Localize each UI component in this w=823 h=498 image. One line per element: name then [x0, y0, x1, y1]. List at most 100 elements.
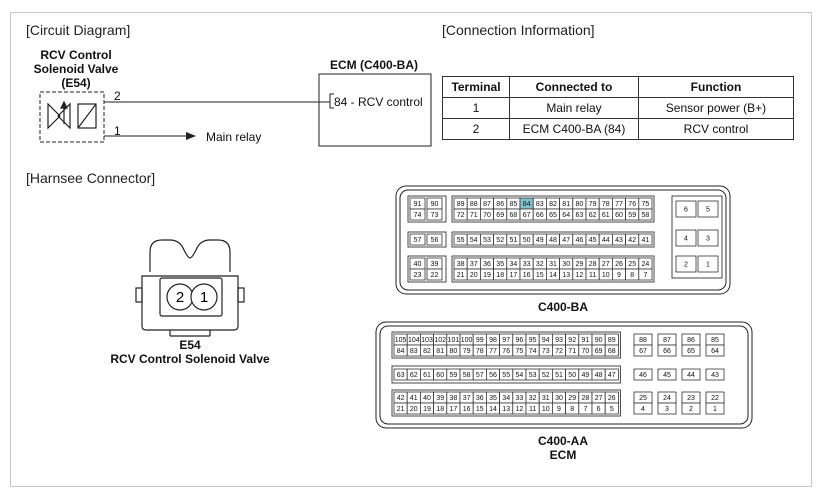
svg-text:59: 59 — [450, 372, 458, 379]
pin-cell-85: 85 — [506, 197, 521, 210]
pin-cell-47: 47 — [604, 368, 619, 381]
pin-2-label: 2 — [176, 289, 184, 306]
pin-cell-83: 83 — [406, 344, 421, 357]
pin-cell-36: 36 — [479, 257, 494, 270]
pin-cell-10: 10 — [538, 402, 553, 415]
svg-text:94: 94 — [542, 337, 550, 344]
pin-cell-74: 74 — [409, 208, 426, 221]
svg-text:23: 23 — [414, 272, 422, 279]
svg-text:29: 29 — [568, 395, 576, 402]
pin-cell-56: 56 — [485, 368, 500, 381]
pin-cell-75: 75 — [638, 197, 653, 210]
pin-cell-92: 92 — [565, 333, 580, 346]
svg-text:34: 34 — [510, 261, 518, 268]
pin-cell-35: 35 — [493, 257, 508, 270]
pin-cell-20: 20 — [406, 402, 421, 415]
svg-text:1: 1 — [713, 406, 717, 413]
pin-cell-19: 19 — [479, 268, 494, 281]
pin-cell-69: 69 — [493, 208, 508, 221]
pin-cell-29: 29 — [565, 391, 580, 404]
svg-text:82: 82 — [423, 348, 431, 355]
pin-cell-28: 28 — [585, 257, 600, 270]
svg-text:39: 39 — [431, 261, 439, 268]
pin-cell-40: 40 — [419, 391, 434, 404]
svg-text:2: 2 — [689, 406, 693, 413]
svg-text:101: 101 — [448, 337, 460, 344]
pin-cell-53: 53 — [525, 368, 540, 381]
svg-text:96: 96 — [516, 337, 524, 344]
pin-cell-101: 101 — [446, 333, 461, 346]
component-name-line1: RCV Control — [40, 48, 112, 62]
pin-cell-60: 60 — [612, 208, 627, 221]
svg-text:16: 16 — [523, 272, 531, 279]
svg-text:48: 48 — [549, 237, 557, 244]
pin-cell-59: 59 — [625, 208, 640, 221]
svg-text:57: 57 — [414, 237, 422, 244]
pin-cell-51: 51 — [506, 233, 521, 246]
solenoid-valve-box — [39, 91, 105, 143]
pin-cell-76: 76 — [499, 344, 514, 357]
svg-text:84: 84 — [397, 348, 405, 355]
pin-cell-17: 17 — [446, 402, 461, 415]
pin-cell-28: 28 — [578, 391, 593, 404]
svg-text:14: 14 — [549, 272, 557, 279]
pin2-label: 2 — [114, 89, 121, 103]
pin-cell-81: 81 — [559, 197, 574, 210]
svg-text:24: 24 — [642, 261, 650, 268]
pin-cell-80: 80 — [446, 344, 461, 357]
svg-text:17: 17 — [450, 406, 458, 413]
pin-cell-55: 55 — [499, 368, 514, 381]
svg-text:30: 30 — [562, 261, 570, 268]
c400ba-outline — [395, 185, 731, 295]
svg-text:31: 31 — [549, 261, 557, 268]
c400ba-label: C400-BA — [537, 300, 588, 314]
pin-cell-45: 45 — [585, 233, 600, 246]
svg-text:9: 9 — [617, 272, 621, 279]
svg-text:69: 69 — [595, 348, 603, 355]
main-relay-label: Main relay — [206, 130, 262, 144]
svg-text:88: 88 — [470, 201, 478, 208]
connection-info-heading: [Connection Information] — [442, 22, 595, 38]
svg-text:71: 71 — [568, 348, 576, 355]
pin-cell-105: 105 — [393, 333, 408, 346]
pin-cell-102: 102 — [433, 333, 448, 346]
c400aa-label: C400-AA — [537, 434, 588, 448]
pin-cell-15: 15 — [532, 268, 547, 281]
svg-text:55: 55 — [457, 237, 465, 244]
pin-cell-4: 4 — [675, 229, 697, 247]
pin-cell-55: 55 — [453, 233, 468, 246]
svg-text:62: 62 — [589, 212, 597, 219]
svg-text:10: 10 — [542, 406, 550, 413]
svg-text:43: 43 — [711, 372, 719, 379]
svg-text:54: 54 — [470, 237, 478, 244]
pin-cell-25: 25 — [633, 391, 653, 404]
svg-text:8: 8 — [630, 272, 634, 279]
svg-text:80: 80 — [576, 201, 584, 208]
pin-cell-82: 82 — [419, 344, 434, 357]
pin-cell-64: 64 — [705, 344, 725, 357]
svg-text:15: 15 — [536, 272, 544, 279]
pin-cell-1: 1 — [705, 402, 725, 415]
c400aa-outline-inner — [379, 325, 749, 425]
pin-cell-12: 12 — [572, 268, 587, 281]
svg-text:13: 13 — [562, 272, 570, 279]
svg-text:3: 3 — [706, 236, 710, 243]
svg-text:43: 43 — [615, 237, 623, 244]
pin-cell-70: 70 — [578, 344, 593, 357]
svg-text:80: 80 — [450, 348, 458, 355]
svg-text:51: 51 — [555, 372, 563, 379]
pin-cell-63: 63 — [572, 208, 587, 221]
pin-cell-35: 35 — [485, 391, 500, 404]
pin-cell-2: 2 — [681, 402, 701, 415]
svg-text:77: 77 — [615, 201, 623, 208]
svg-text:92: 92 — [568, 337, 576, 344]
pin-cell-96: 96 — [512, 333, 527, 346]
pin-cell-98: 98 — [485, 333, 500, 346]
pin-1-label: 1 — [200, 289, 208, 306]
harness-connector-heading: [Harnsee Connector] — [26, 170, 156, 186]
pin-cell-45: 45 — [657, 368, 677, 381]
svg-text:65: 65 — [687, 348, 695, 355]
svg-text:46: 46 — [639, 372, 647, 379]
svg-text:79: 79 — [589, 201, 597, 208]
